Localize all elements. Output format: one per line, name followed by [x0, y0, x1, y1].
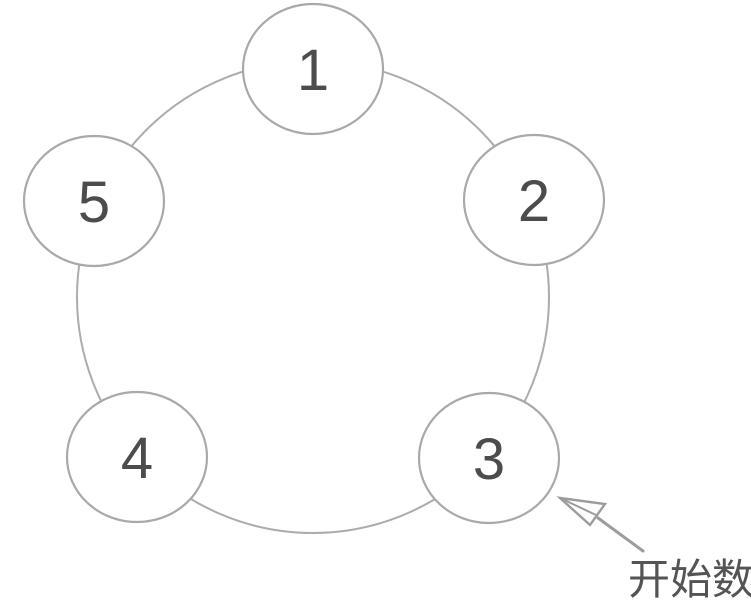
arrow-head-icon [556, 496, 608, 527]
node-2-circle [462, 133, 606, 267]
start-annotation: 开始数 [556, 496, 751, 603]
node-3: 3 [417, 391, 561, 525]
arrow-shaft [596, 516, 645, 553]
node-2: 2 [462, 133, 606, 267]
node-4-label: 4 [121, 426, 153, 491]
node-1-circle [241, 2, 385, 136]
node-5: 5 [22, 134, 166, 268]
node-3-circle [417, 391, 561, 525]
node-1: 1 [241, 2, 385, 136]
node-3-label: 3 [473, 427, 505, 492]
arrow-head-fold-line [559, 497, 597, 516]
start-count-label: 开始数 [628, 555, 751, 603]
node-4: 4 [65, 390, 209, 524]
node-4-circle [65, 390, 209, 524]
node-5-circle [22, 134, 166, 268]
node-5-label: 5 [78, 170, 110, 235]
node-2-label: 2 [518, 169, 550, 234]
node-1-label: 1 [297, 38, 329, 103]
